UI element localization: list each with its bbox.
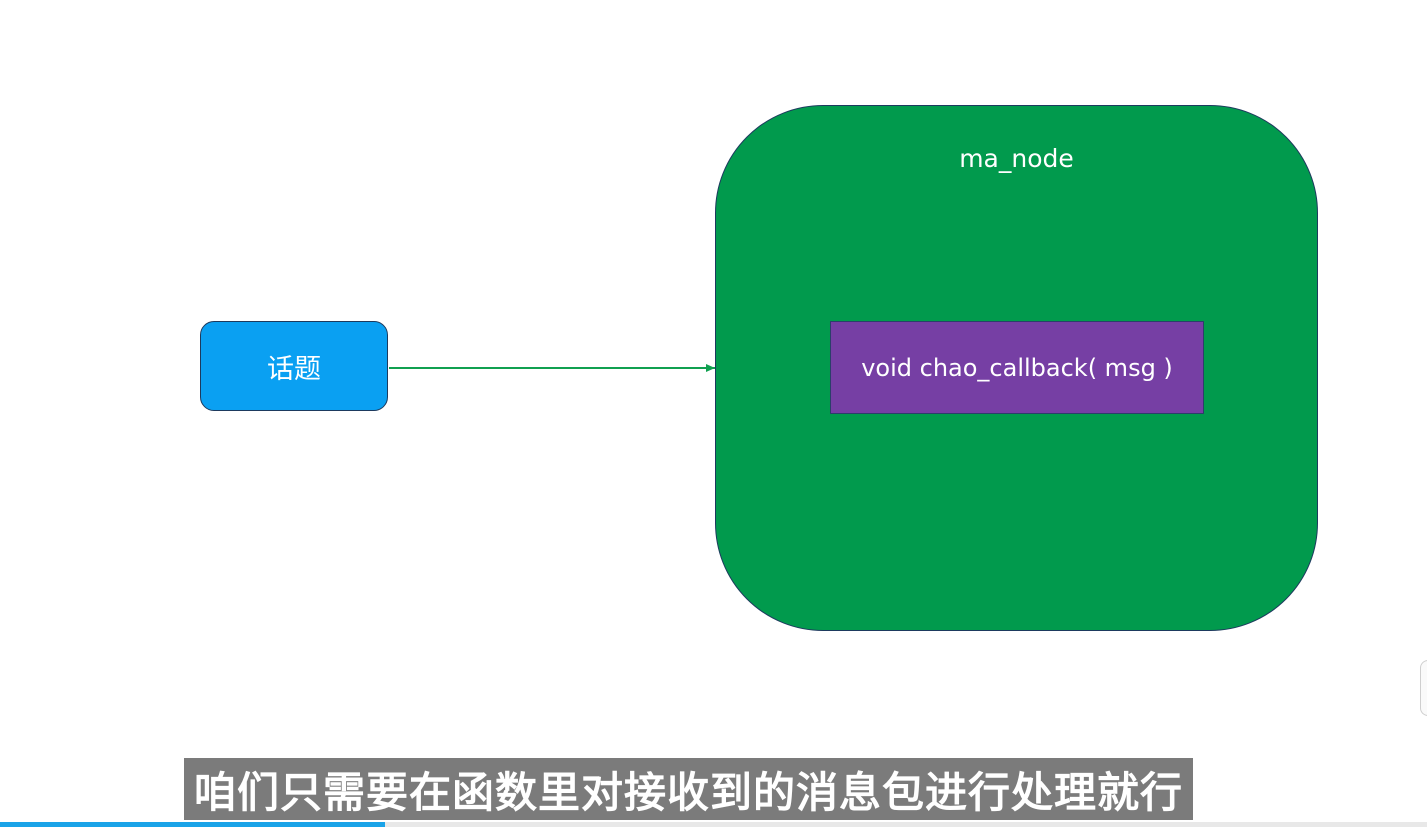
- video-subtitle: 咱们只需要在函数里对接收到的消息包进行处理就行: [184, 758, 1194, 820]
- side-panel-handle[interactable]: [1420, 660, 1427, 716]
- topic-box: 话题: [200, 321, 388, 411]
- topic-label: 话题: [267, 353, 321, 385]
- callback-label: void chao_callback( msg ): [861, 353, 1173, 382]
- node-title: ma_node: [959, 144, 1074, 173]
- video-progress-fill: [0, 822, 386, 827]
- video-progress-bar[interactable]: [0, 822, 1427, 827]
- ma-node-box: ma_node void chao_callback( msg ): [715, 105, 1318, 631]
- callback-function-box: void chao_callback( msg ): [830, 321, 1204, 414]
